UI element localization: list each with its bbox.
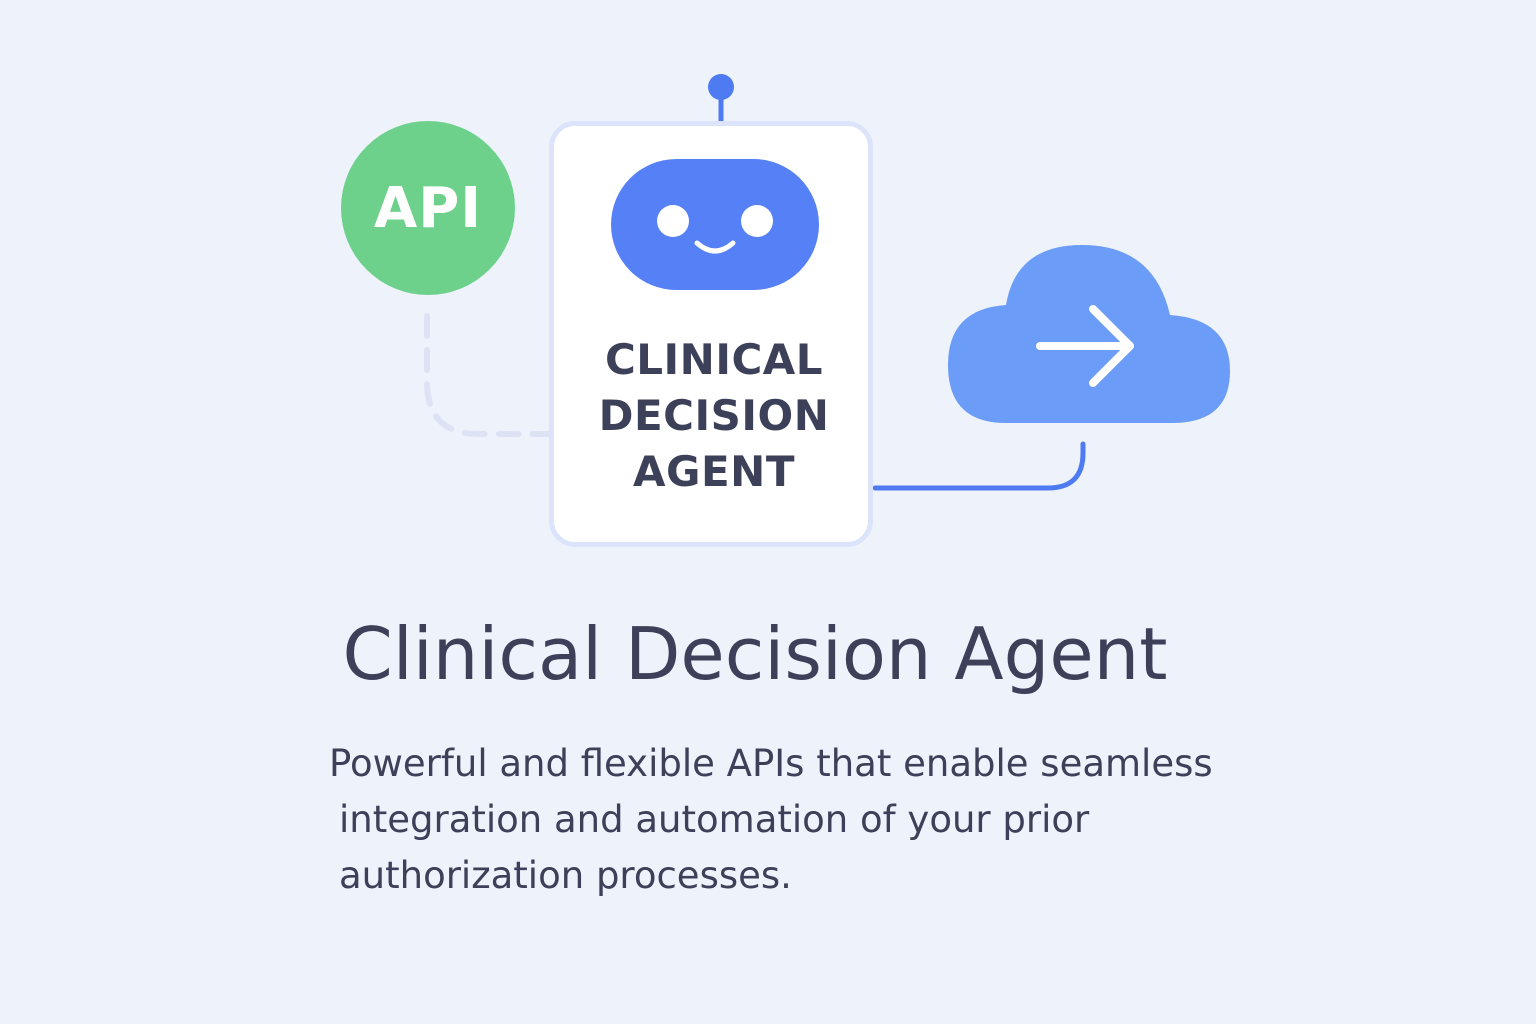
dashed-connector xyxy=(424,313,551,437)
description-line: integration and automation of your prior xyxy=(339,798,1090,841)
description-line: Powerful and flexible APIs that enable s… xyxy=(329,742,1213,785)
arrow-right-icon xyxy=(1036,305,1134,387)
robot-left-eye xyxy=(657,205,689,237)
solid-connector xyxy=(872,441,1086,491)
api-badge-label: API xyxy=(373,175,483,241)
robot-face-icon xyxy=(611,159,819,290)
robot-right-eye xyxy=(741,205,773,237)
description-line: authorization processes. xyxy=(339,854,792,897)
page-title: Clinical Decision Agent xyxy=(342,612,1168,696)
cloud-upload-icon xyxy=(948,245,1230,423)
robot-smile xyxy=(694,240,736,254)
antenna-icon xyxy=(708,74,734,125)
page-description: Powerful and flexible APIs that enable s… xyxy=(329,736,1309,904)
card-title: CLINICAL DECISION AGENT xyxy=(598,335,830,496)
api-badge: API xyxy=(341,121,515,295)
